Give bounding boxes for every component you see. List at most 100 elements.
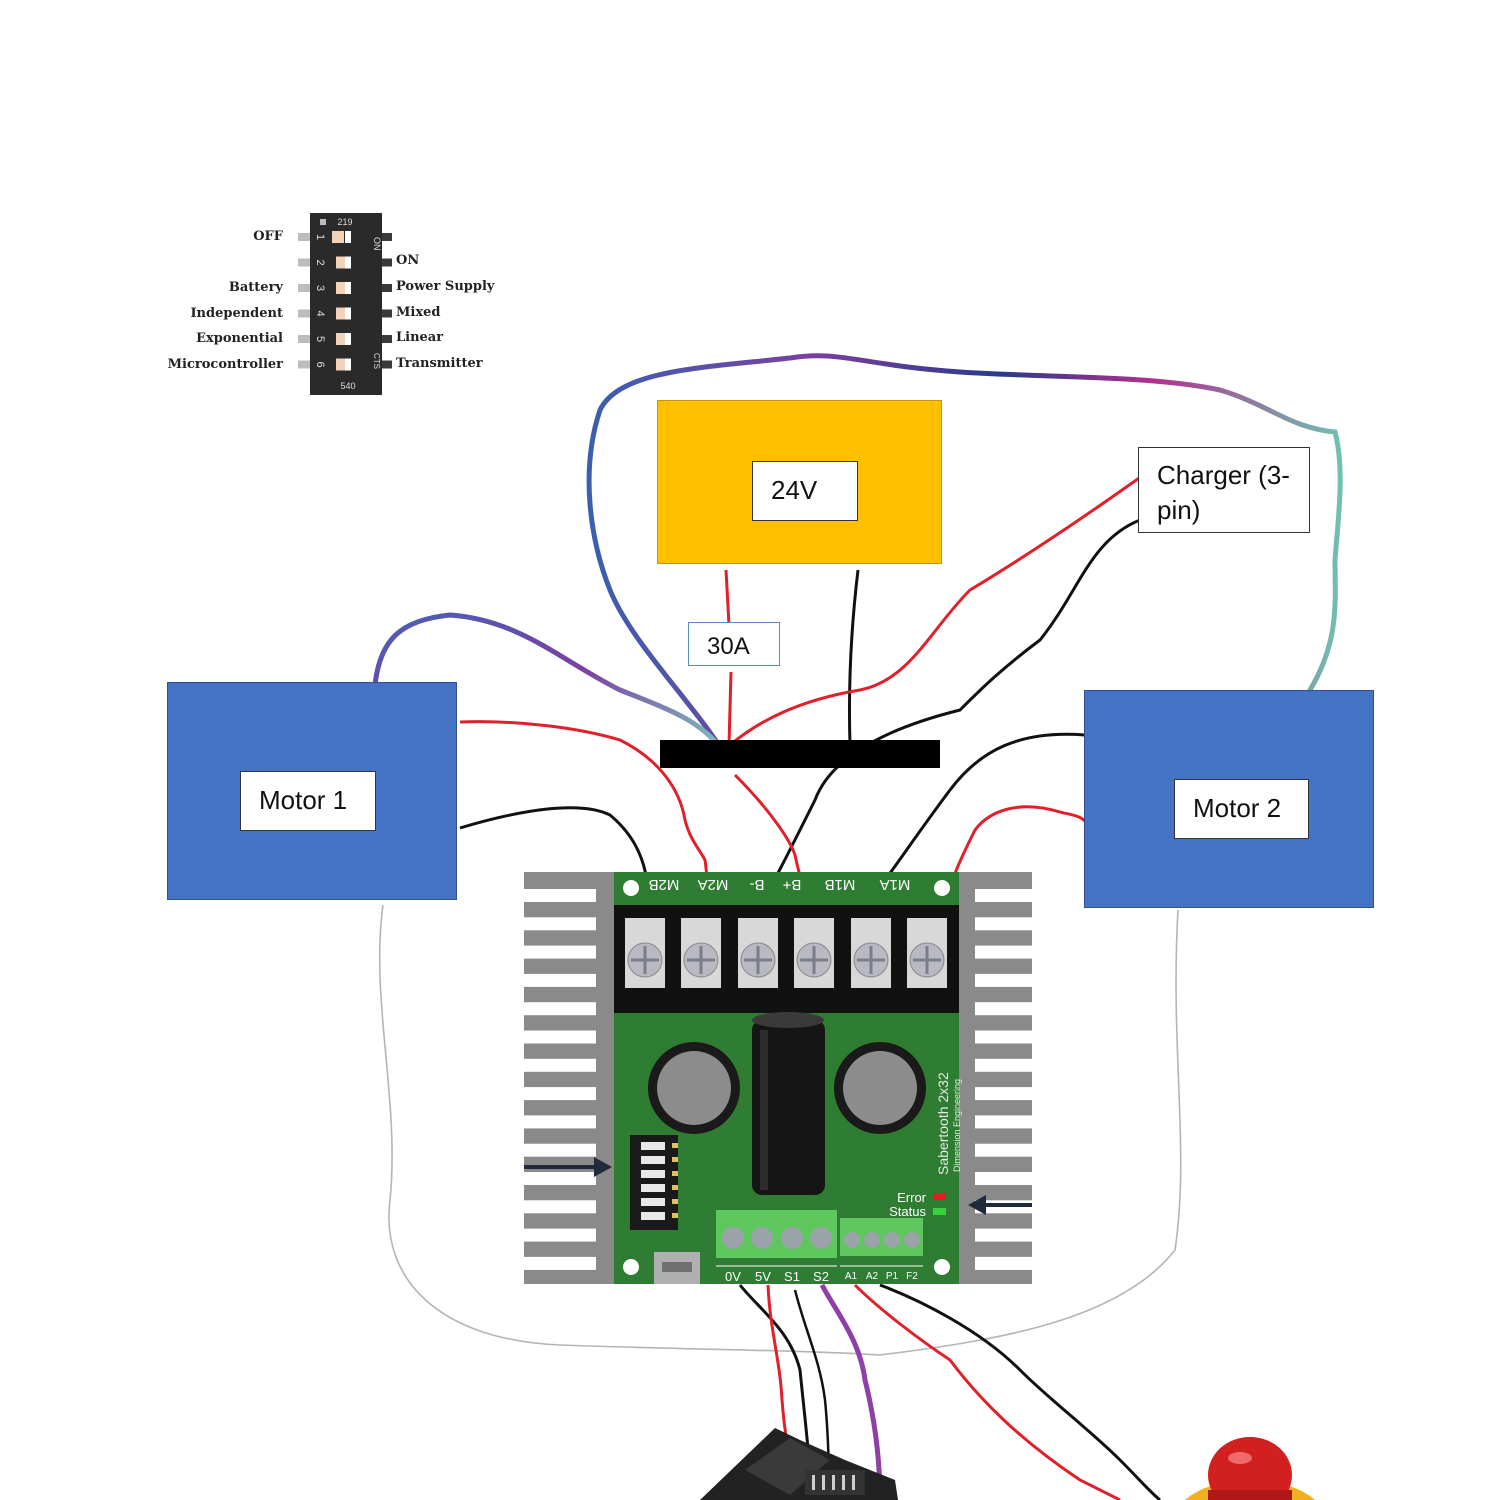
- estop-black-wire: [879, 1283, 1161, 1500]
- receiver-connector: [700, 1428, 898, 1500]
- heatsink-fin-gap: [975, 1030, 1032, 1044]
- signal-terminal-screw: [781, 1227, 803, 1249]
- heatsink-fin-gap: [975, 1143, 1032, 1157]
- terminal-label-bplus: B+: [782, 876, 801, 893]
- heatsink-fin-gap: [524, 1058, 596, 1072]
- board-dip-toggle: [641, 1170, 665, 1178]
- dip-number: 3: [314, 285, 326, 291]
- terminal-label-m2a: M2A: [698, 876, 729, 893]
- maker-text: Dimension Engineering: [952, 1079, 962, 1172]
- arrow-left: [524, 1157, 612, 1177]
- board-dip-toggle: [641, 1184, 665, 1192]
- heatsink-left: [524, 872, 616, 1284]
- sensor-loop-wire: [378, 904, 1182, 1356]
- battery-positive-wire: [724, 569, 731, 626]
- motor-controller: M2B M2A B- B+ M1B M1A Sabertooth: [524, 872, 1032, 1284]
- heatsink-fin-gap: [975, 1002, 1032, 1016]
- motor1-label: Motor 1: [240, 771, 376, 831]
- heatsink-fin-gap: [524, 1002, 596, 1016]
- terminal-label-5v: 5V: [755, 1269, 771, 1284]
- heatsink-fin-gap: [975, 1087, 1032, 1101]
- dip-right-label: Transmitter: [396, 355, 483, 371]
- fuse-to-bus-wire: [727, 671, 733, 746]
- terminal-label-a1: A1: [845, 1271, 858, 1282]
- signal-terminal-screw: [810, 1227, 832, 1249]
- dip-number: 1: [314, 234, 326, 240]
- heatsink-fin-gap: [975, 945, 1032, 959]
- charger-positive-wire: [729, 474, 1143, 747]
- dip-number: 6: [314, 362, 326, 368]
- board-dip-toggle: [641, 1142, 665, 1150]
- heatsink-fin-gap: [975, 1172, 1032, 1185]
- heatsink-fin-gap: [524, 945, 596, 959]
- terminal-label-m1a: M1A: [880, 876, 911, 893]
- led-status-label: Status: [889, 1204, 926, 1219]
- charger-label: Charger (3-pin): [1138, 447, 1310, 533]
- board-dip-toggle: [641, 1156, 665, 1164]
- motor1-red-wire: [459, 720, 711, 921]
- terminal-label-a2: A2: [866, 1271, 879, 1282]
- heatsink-fin-gap: [524, 1200, 596, 1214]
- heatsink-fin-gap: [975, 889, 1032, 902]
- estop-red-wire: [853, 1283, 1121, 1500]
- heatsink-fin-gap: [975, 973, 1032, 987]
- heatsink-fin-gap: [524, 1228, 596, 1242]
- battery-negative-wire: [847, 569, 860, 746]
- terminal-label-s1: S1: [784, 1269, 800, 1284]
- sensor-terminal-screw: [864, 1232, 880, 1248]
- led-status: [933, 1208, 946, 1215]
- motor2-label: Motor 2: [1174, 779, 1309, 839]
- heatsink-fin-gap: [524, 1115, 596, 1129]
- heatsink-fin-gap: [524, 1143, 596, 1157]
- galaxy-wire-main: [586, 353, 1343, 753]
- brand-text: Sabertooth 2x32: [935, 1072, 951, 1175]
- dip-right-label: Linear: [396, 330, 444, 345]
- heatsink-fin-gap: [524, 973, 596, 987]
- heatsink-fin-gap: [524, 917, 596, 931]
- heatsink-fin-gap: [975, 1115, 1032, 1129]
- led-error: [933, 1193, 946, 1200]
- signal-terminal-screw: [722, 1227, 744, 1249]
- heatsink-fin-gap: [524, 1256, 596, 1270]
- capacitor-center: [752, 1020, 825, 1195]
- terminal-label-f2: F2: [906, 1271, 918, 1282]
- dip-top-code: 219: [337, 217, 352, 227]
- emergency-stop: [1185, 1437, 1315, 1500]
- bus-bar: [660, 740, 940, 768]
- terminal-label-p1: P1: [886, 1271, 899, 1282]
- heatsink-right: [955, 872, 1032, 1284]
- dip-toggle: [332, 231, 344, 243]
- top-terminal-labels: M2B M2A B- B+ M1B M1A: [649, 876, 911, 893]
- battery-label: 24V: [752, 461, 858, 521]
- heatsink-fin-gap: [524, 889, 596, 902]
- charger-negative-wire: [750, 518, 1141, 921]
- dip-left-label: Independent: [190, 305, 283, 321]
- dip-right-label: Mixed: [396, 304, 441, 320]
- dip-bottom-code: 540: [340, 381, 355, 391]
- heatsink-fin-gap: [524, 1172, 596, 1185]
- galaxy-wire-motor1: [372, 612, 725, 753]
- sensor-terminal-screw: [884, 1232, 900, 1248]
- terminal-label-bminus: B-: [749, 876, 764, 893]
- heatsink-fin-gap: [975, 1256, 1032, 1270]
- sensor-terminal-screw: [844, 1232, 860, 1248]
- board-dip-toggle: [641, 1198, 665, 1206]
- dip-left-label: Exponential: [196, 331, 283, 346]
- heatsink-fin-gap: [975, 1228, 1032, 1242]
- dip-number: 5: [314, 336, 326, 342]
- dip-right-label: Power Supply: [396, 279, 495, 294]
- arrow-right: [968, 1195, 1032, 1215]
- dip-number: 2: [314, 260, 326, 266]
- dip-cts-mark: CTS: [372, 353, 381, 369]
- sensor-terminal-screw: [904, 1232, 920, 1248]
- signal-wire-s2: [819, 1283, 883, 1500]
- terminal-label-s2: S2: [813, 1269, 829, 1284]
- dip-left-label: OFF: [253, 229, 283, 244]
- heatsink-fin-gap: [975, 917, 1032, 931]
- dip-left-label: Microcontroller: [167, 356, 283, 372]
- terminal-label-m2b: M2B: [649, 876, 680, 893]
- dip-on-mark: ON: [372, 237, 382, 251]
